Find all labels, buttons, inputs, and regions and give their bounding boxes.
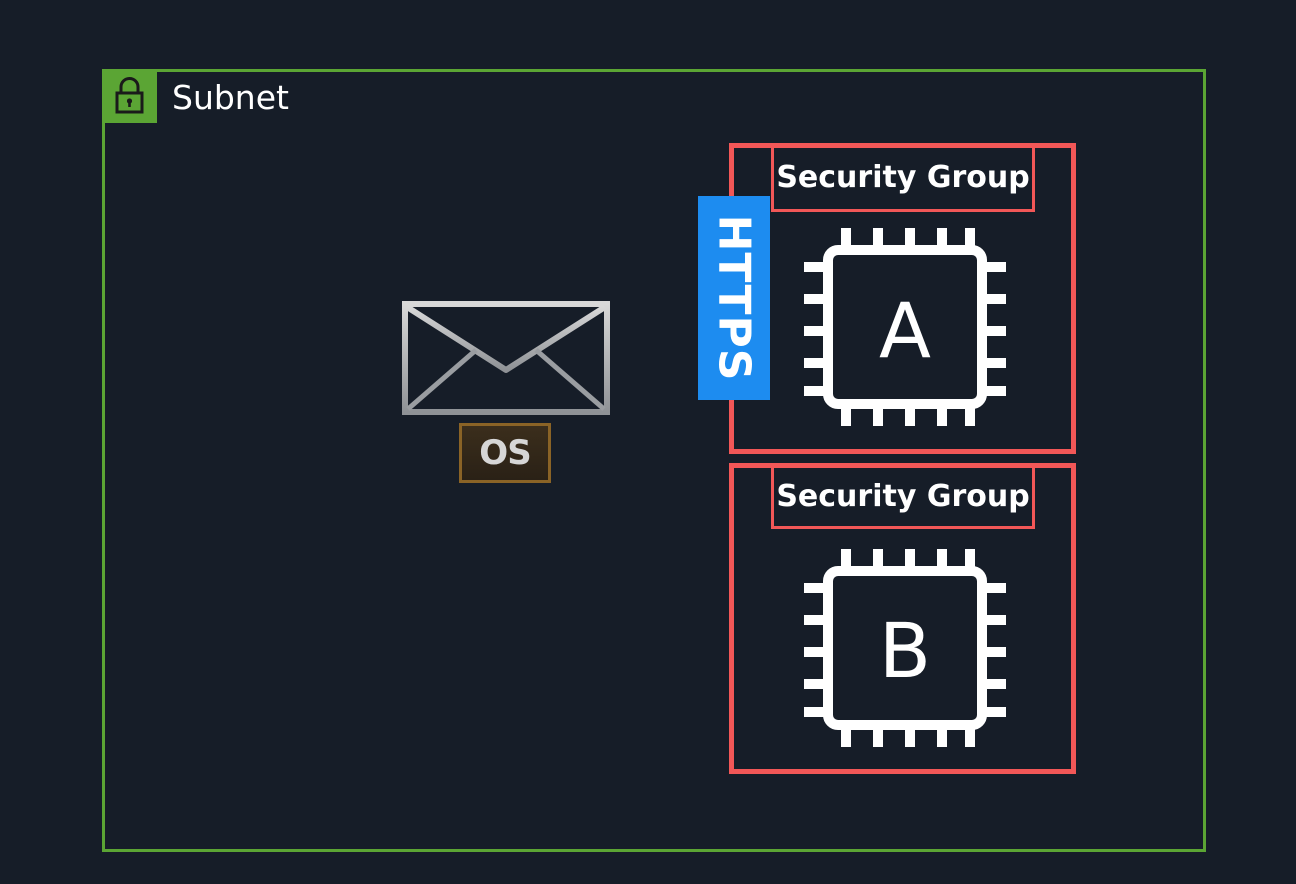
- instance-b-label: B: [878, 606, 932, 695]
- subnet-badge: [102, 69, 157, 123]
- chip-icon: [804, 228, 1006, 426]
- os-tag-label: OS: [479, 433, 531, 473]
- subnet-label: Subnet: [172, 78, 289, 117]
- lock-icon: [115, 77, 144, 114]
- security-group-a-title: Security Group: [771, 146, 1035, 212]
- https-tag: [698, 196, 770, 400]
- security-group-b-boundary: [729, 463, 1076, 774]
- os-tag: OS: [459, 423, 551, 483]
- instance-a-label: A: [879, 286, 931, 375]
- https-label: HTTPS: [708, 214, 760, 382]
- chip-icon: [804, 549, 1006, 747]
- security-group-b-title: Security Group: [771, 466, 1035, 529]
- envelope-icon: [402, 301, 610, 415]
- subnet-boundary: [102, 69, 1206, 852]
